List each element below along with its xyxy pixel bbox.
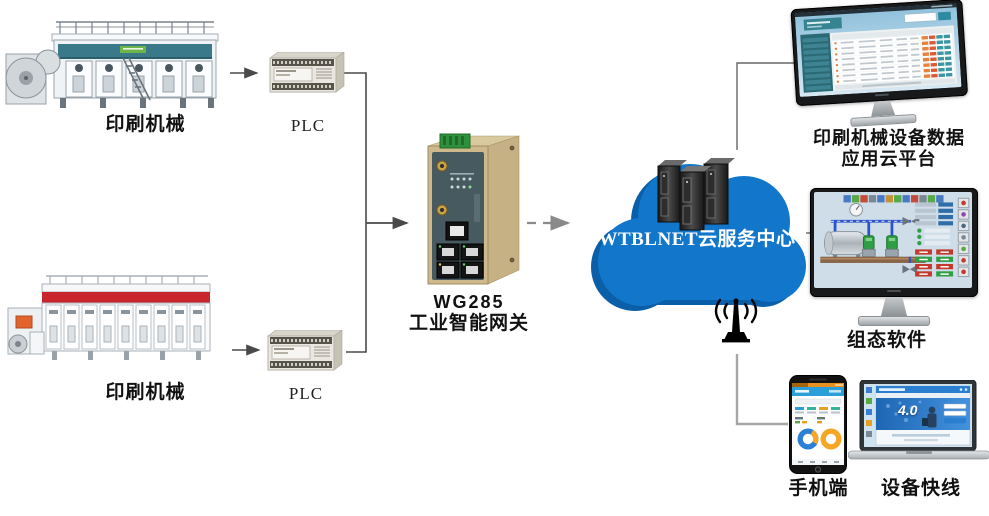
- monitor-neck: [870, 100, 895, 116]
- device-express-label: 设备快线: [880, 478, 961, 499]
- printing-machine-top: [2, 6, 234, 118]
- laptop-screen: [847, 379, 989, 460]
- monitor-base: [858, 316, 930, 326]
- scada-screen: [814, 192, 972, 288]
- printing-machine-illustration: [7, 275, 211, 360]
- cloud-platform-screen: [794, 3, 962, 97]
- server-stack-icon: [657, 158, 735, 231]
- cloud-label: WTBLNET云服务中心: [598, 229, 796, 250]
- gateway-model: WG285: [433, 292, 505, 312]
- radio-antenna-icon: [714, 298, 758, 343]
- mobile-label: 手机端: [788, 478, 849, 499]
- plc-bottom: [266, 329, 344, 376]
- scada-label: 组态软件: [846, 330, 927, 351]
- gateway-illustration: [427, 133, 520, 285]
- plc-top-label: PLC: [290, 116, 326, 135]
- cloud-platform-label-line1: 印刷机械设备数据: [813, 128, 965, 148]
- laptop-banner-text: 4.0: [898, 402, 918, 418]
- mobile-app-screen: [789, 375, 847, 474]
- plc-illustration: [267, 329, 343, 371]
- monitor-bezel: [810, 188, 978, 297]
- cloud-platform-label-line2: 应用云平台: [841, 149, 937, 169]
- plc-illustration: [269, 51, 345, 93]
- scada-monitor: [810, 188, 978, 326]
- cloud-service-center: [586, 136, 808, 328]
- gateway-device: [424, 132, 520, 292]
- mobile-phone: [789, 375, 847, 474]
- gateway-label: WG285 工业智能网关: [394, 292, 544, 336]
- radio-antenna-icon: [710, 294, 762, 352]
- machine-top-label: 印刷机械: [105, 114, 186, 135]
- plc-top: [268, 51, 346, 98]
- printing-machine-illustration: [5, 21, 219, 108]
- monitor-bezel: [790, 0, 969, 107]
- device-express-laptop: 4.0: [847, 379, 989, 462]
- monitor-chin: [814, 288, 974, 293]
- gateway-name: 工业智能网关: [408, 313, 529, 335]
- cloud-platform-monitor: [790, 0, 969, 130]
- cloud-icon: [591, 158, 806, 311]
- cloud-platform-label: 印刷机械设备数据 应用云平台: [798, 128, 980, 170]
- machine-bottom-label: 印刷机械: [105, 382, 186, 403]
- monitor-neck: [881, 297, 907, 316]
- printing-machine-bottom: [2, 266, 234, 378]
- plc-bottom-label: PLC: [288, 384, 324, 403]
